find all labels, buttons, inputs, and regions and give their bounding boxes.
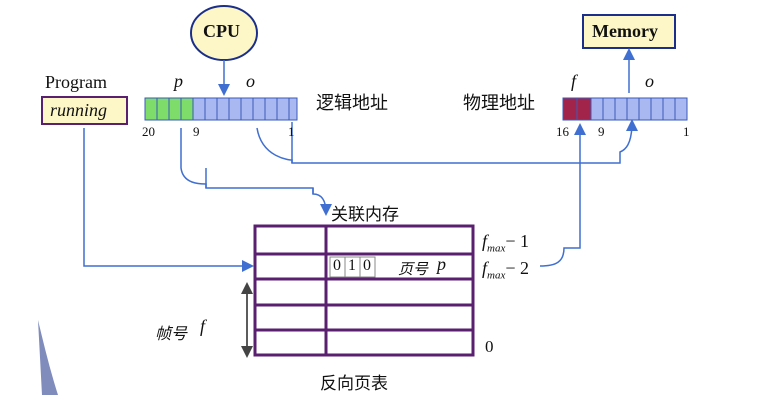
physical-bit-mid: 9 — [598, 124, 605, 139]
frame-axis-var: f — [200, 316, 206, 336]
program-running-box — [41, 96, 128, 125]
row-label-fmax-2: fmax− 2 — [482, 258, 529, 282]
slide-corner-decoration — [38, 320, 58, 395]
page-number-arrow — [180, 128, 332, 216]
inverted-page-table — [253, 224, 475, 357]
match-page-label: 页号 — [398, 260, 429, 278]
row-label-zero: 0 — [485, 337, 494, 356]
inverted-page-table-caption: 反向页表 — [320, 374, 388, 394]
program-status: running — [50, 100, 108, 120]
physical-address-label: 物理地址 — [463, 93, 535, 114]
program-title: Program — [45, 72, 107, 92]
program-to-table-arrow — [83, 128, 254, 272]
physical-bit-low: 1 — [683, 124, 690, 139]
frame-axis-label: 帧号 — [155, 324, 188, 343]
memory-node — [582, 14, 676, 49]
associative-memory-label: 关联内存 — [331, 205, 399, 225]
logical-address-label: 逻辑地址 — [316, 93, 388, 114]
logical-page-field-label: p — [174, 71, 183, 91]
row-label-fmax-1: fmax− 1 — [482, 231, 529, 255]
match-bit-0: 0 — [333, 257, 341, 274]
cpu-label: CPU — [203, 21, 240, 41]
physical-frame-field-label: f — [571, 71, 577, 91]
physical-offset-field-label: o — [645, 71, 654, 91]
logical-offset-field-label: o — [246, 71, 255, 91]
logical-bit-low: 1 — [288, 124, 295, 139]
physical-address-register — [562, 97, 688, 121]
match-bit-1: 1 — [348, 257, 356, 274]
physical-bit-high: 16 — [556, 124, 569, 139]
logical-address-register — [144, 97, 298, 121]
offset-copy-arrow — [256, 119, 638, 164]
memory-label: Memory — [592, 21, 658, 41]
logical-bit-high: 20 — [142, 124, 155, 139]
frame-to-physical-arrow — [539, 123, 586, 267]
match-page-var: p — [437, 254, 446, 274]
logical-bit-mid: 9 — [193, 124, 200, 139]
match-bit-2: 0 — [363, 257, 371, 274]
